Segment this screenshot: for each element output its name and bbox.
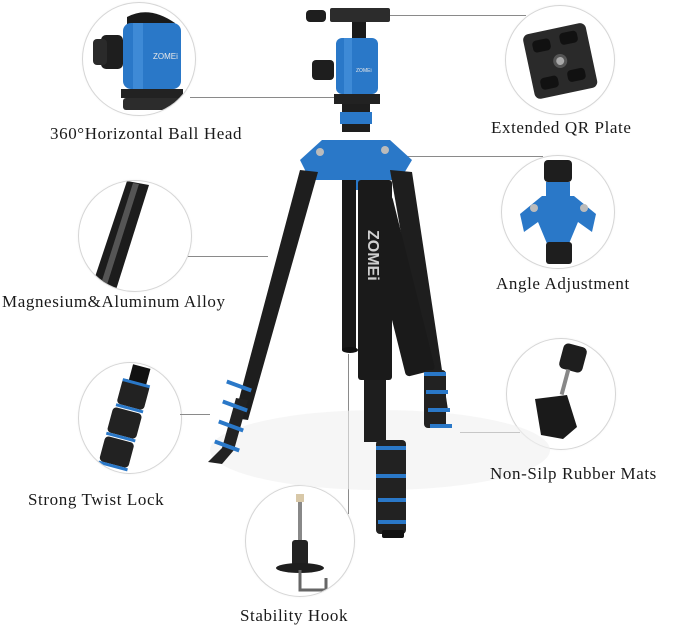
alloy-detail-circle <box>78 180 192 292</box>
rubber-mats-detail-circle <box>506 338 616 450</box>
svg-text:ZOMEi: ZOMEi <box>356 68 372 74</box>
alloy-tube-icon <box>91 181 149 291</box>
hook-detail-circle <box>245 485 355 597</box>
connector-alloy <box>188 256 268 257</box>
connector-twist-lock <box>180 414 210 415</box>
label-alloy: Magnesium&Aluminum Alloy <box>2 292 226 311</box>
center-leg-logo: ZOMEi <box>364 230 381 281</box>
twist-lock-icon <box>98 364 151 472</box>
label-rubber-mats: Non-Silp Rubber Mats <box>490 464 657 483</box>
connector-ball-head <box>190 97 340 98</box>
qr-plate-detail-circle <box>505 5 615 115</box>
label-ball-head: 360°Horizontal Ball Head <box>50 124 243 143</box>
label-twist-lock: Strong Twist Lock <box>28 490 165 509</box>
qr-plate-icon <box>523 23 598 99</box>
brand-mark: ZOMEi <box>153 52 178 61</box>
connector-angle <box>393 156 543 157</box>
label-qr-plate: Extended QR Plate <box>491 118 632 137</box>
angle-detail-circle <box>501 155 615 269</box>
rubber-foot-icon <box>535 343 587 439</box>
angle-joint-icon <box>520 160 596 264</box>
hook-icon <box>276 494 328 592</box>
label-hook: Stability Hook <box>240 606 349 625</box>
connector-qr-plate <box>386 15 526 16</box>
ball-head-detail-circle: ZOMEi <box>82 2 196 116</box>
connector-rubber-mats <box>460 432 520 433</box>
label-angle: Angle Adjustment <box>496 274 630 293</box>
connector-hook <box>348 354 349 514</box>
twist-lock-detail-circle <box>78 362 182 474</box>
ball-head-icon: ZOMEi <box>93 12 183 110</box>
